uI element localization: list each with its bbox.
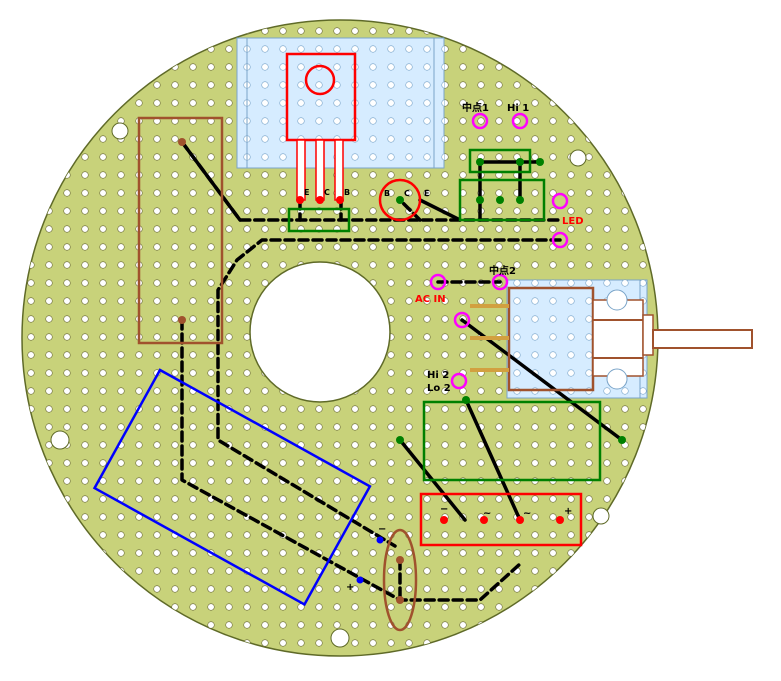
resistor-mid-right [422,400,602,482]
potentiometer [470,286,753,392]
mounting-holes [50,122,610,648]
reg-pin-e: E [304,188,309,197]
capacitor-blue [92,368,372,607]
bridge-plus: + [564,506,572,517]
label-led: LED [562,216,584,227]
center-hole [249,261,391,403]
label-ac-in: AC IN [415,294,446,305]
label-center1: 中点1 [462,101,489,114]
resistor-pair [458,148,546,222]
label-hi1: Hi 1 [507,103,529,114]
label-center2: 中点2 [489,264,516,277]
reg-pin-c: C [324,188,330,197]
tr-pin-c: C [404,189,410,198]
voltage-regulator: E C B [285,52,357,204]
cap-plus-label: + [346,582,354,593]
bridge-minus: − [440,504,448,515]
bridge-rectifier: − ~ ~ + [419,492,583,547]
bridge-ac1: ~ [483,508,491,519]
bridge-ac2: ~ [523,508,531,519]
tr-pin-b: B [384,189,390,198]
component-dots [178,138,626,604]
reg-pin-b: B [344,188,350,197]
transistor: B C E [378,178,429,222]
terminal-pads [429,112,569,390]
label-lo2: Lo 2 [427,383,451,394]
capacitor-terminals [356,536,384,584]
cap-minus-label: − [378,524,386,535]
power-resistor-left [137,116,224,345]
resistor-top [287,207,351,233]
tr-pin-e: E [424,189,429,198]
fuse-oval [382,528,418,632]
label-hi2: Hi 2 [427,370,449,381]
